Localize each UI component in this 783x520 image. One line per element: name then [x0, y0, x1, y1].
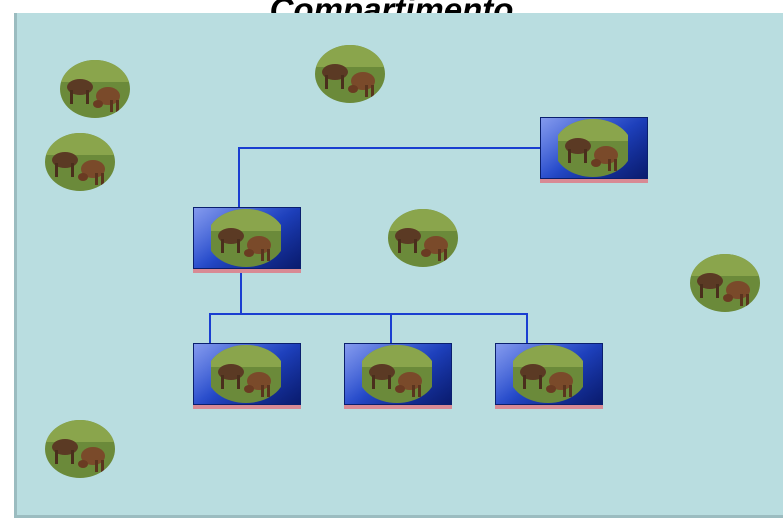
grazing-cattle-icon	[554, 119, 632, 177]
herd-node-bottom-3	[495, 343, 603, 409]
grazing-cattle-icon	[315, 45, 385, 103]
herd-node-middle	[193, 207, 301, 273]
grazing-cattle-icon	[60, 60, 130, 118]
grazing-cattle-icon	[690, 254, 760, 312]
herd-node-bottom-1	[193, 343, 301, 409]
grazing-cattle-icon	[358, 345, 436, 403]
herd-node-bottom-2	[344, 343, 452, 409]
connector-top	[238, 147, 540, 208]
grazing-cattle-icon	[45, 133, 115, 191]
grazing-cattle-icon	[207, 345, 285, 403]
grazing-cattle-icon	[207, 209, 285, 267]
grazing-cattle-icon	[509, 345, 587, 403]
herd-node-top-right	[540, 117, 648, 183]
compartment-panel	[14, 13, 783, 518]
connector-bottom	[209, 272, 528, 344]
grazing-cattle-icon	[45, 420, 115, 478]
grazing-cattle-icon	[388, 209, 458, 267]
